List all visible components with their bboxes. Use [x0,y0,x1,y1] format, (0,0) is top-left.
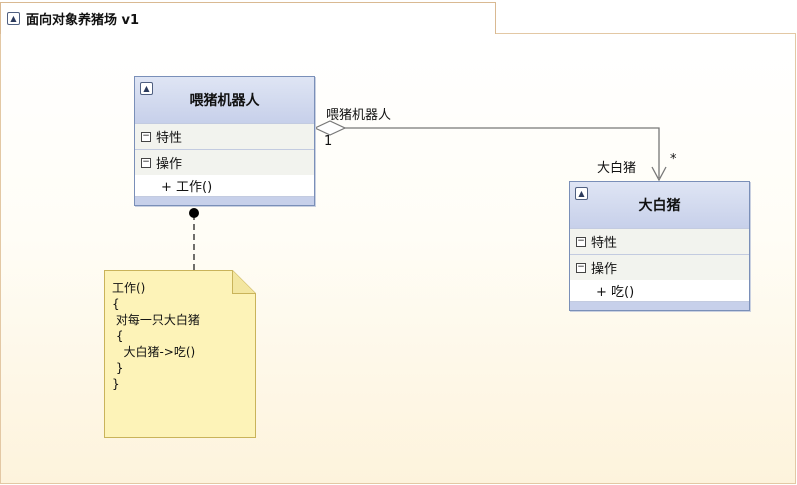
target-role-label: 大白猪 [597,161,637,176]
attributes-compartment[interactable]: − 特性 [135,123,314,149]
note-text: 工作() { 对每一只大白猪 { 大白猪->吃() } } [112,281,200,391]
class-footer [135,196,314,205]
class-name: 大白猪 [638,198,681,214]
attributes-compartment[interactable]: − 特性 [570,228,749,254]
operations-compartment[interactable]: − 操作 [570,254,749,280]
diagram-title: 面向对象养猪场 v1 [26,13,140,28]
class-footer [570,301,749,310]
operations-label: 操作 [591,262,618,277]
collapse-icon[interactable]: ▲ [7,12,20,25]
source-multiplicity-label: 1 [324,134,333,149]
operation-item[interactable]: + 工作() [135,175,314,196]
class-name: 喂猪机器人 [189,93,260,109]
class-header[interactable]: ▲ 喂猪机器人 [135,77,314,123]
target-multiplicity-label: * [670,152,677,167]
operation-item[interactable]: + 吃() [570,280,749,301]
collapse-icon[interactable]: ▲ [140,82,153,95]
collapse-minus-icon[interactable]: − [576,262,586,273]
collapse-minus-icon[interactable]: − [141,131,151,142]
operations-label: 操作 [156,157,183,172]
source-role-label: 喂猪机器人 [326,108,392,123]
attributes-label: 特性 [156,131,183,146]
attributes-label: 特性 [591,236,618,251]
class-header[interactable]: ▲ 大白猪 [570,182,749,228]
collapse-minus-icon[interactable]: − [576,236,586,247]
collapse-minus-icon[interactable]: − [141,157,151,168]
class-big-white-pig[interactable]: ▲ 大白猪 − 特性 − 操作 + 吃() [569,181,750,311]
note[interactable]: 工作() { 对每一只大白猪 { 大白猪->吃() } } [104,270,255,437]
collapse-icon[interactable]: ▲ [575,187,588,200]
frame-tab: ▲ 面向对象养猪场 v1 [0,2,496,34]
class-feeding-robot[interactable]: ▲ 喂猪机器人 − 特性 − 操作 + 工作() [134,76,315,206]
operations-compartment[interactable]: − 操作 [135,149,314,175]
